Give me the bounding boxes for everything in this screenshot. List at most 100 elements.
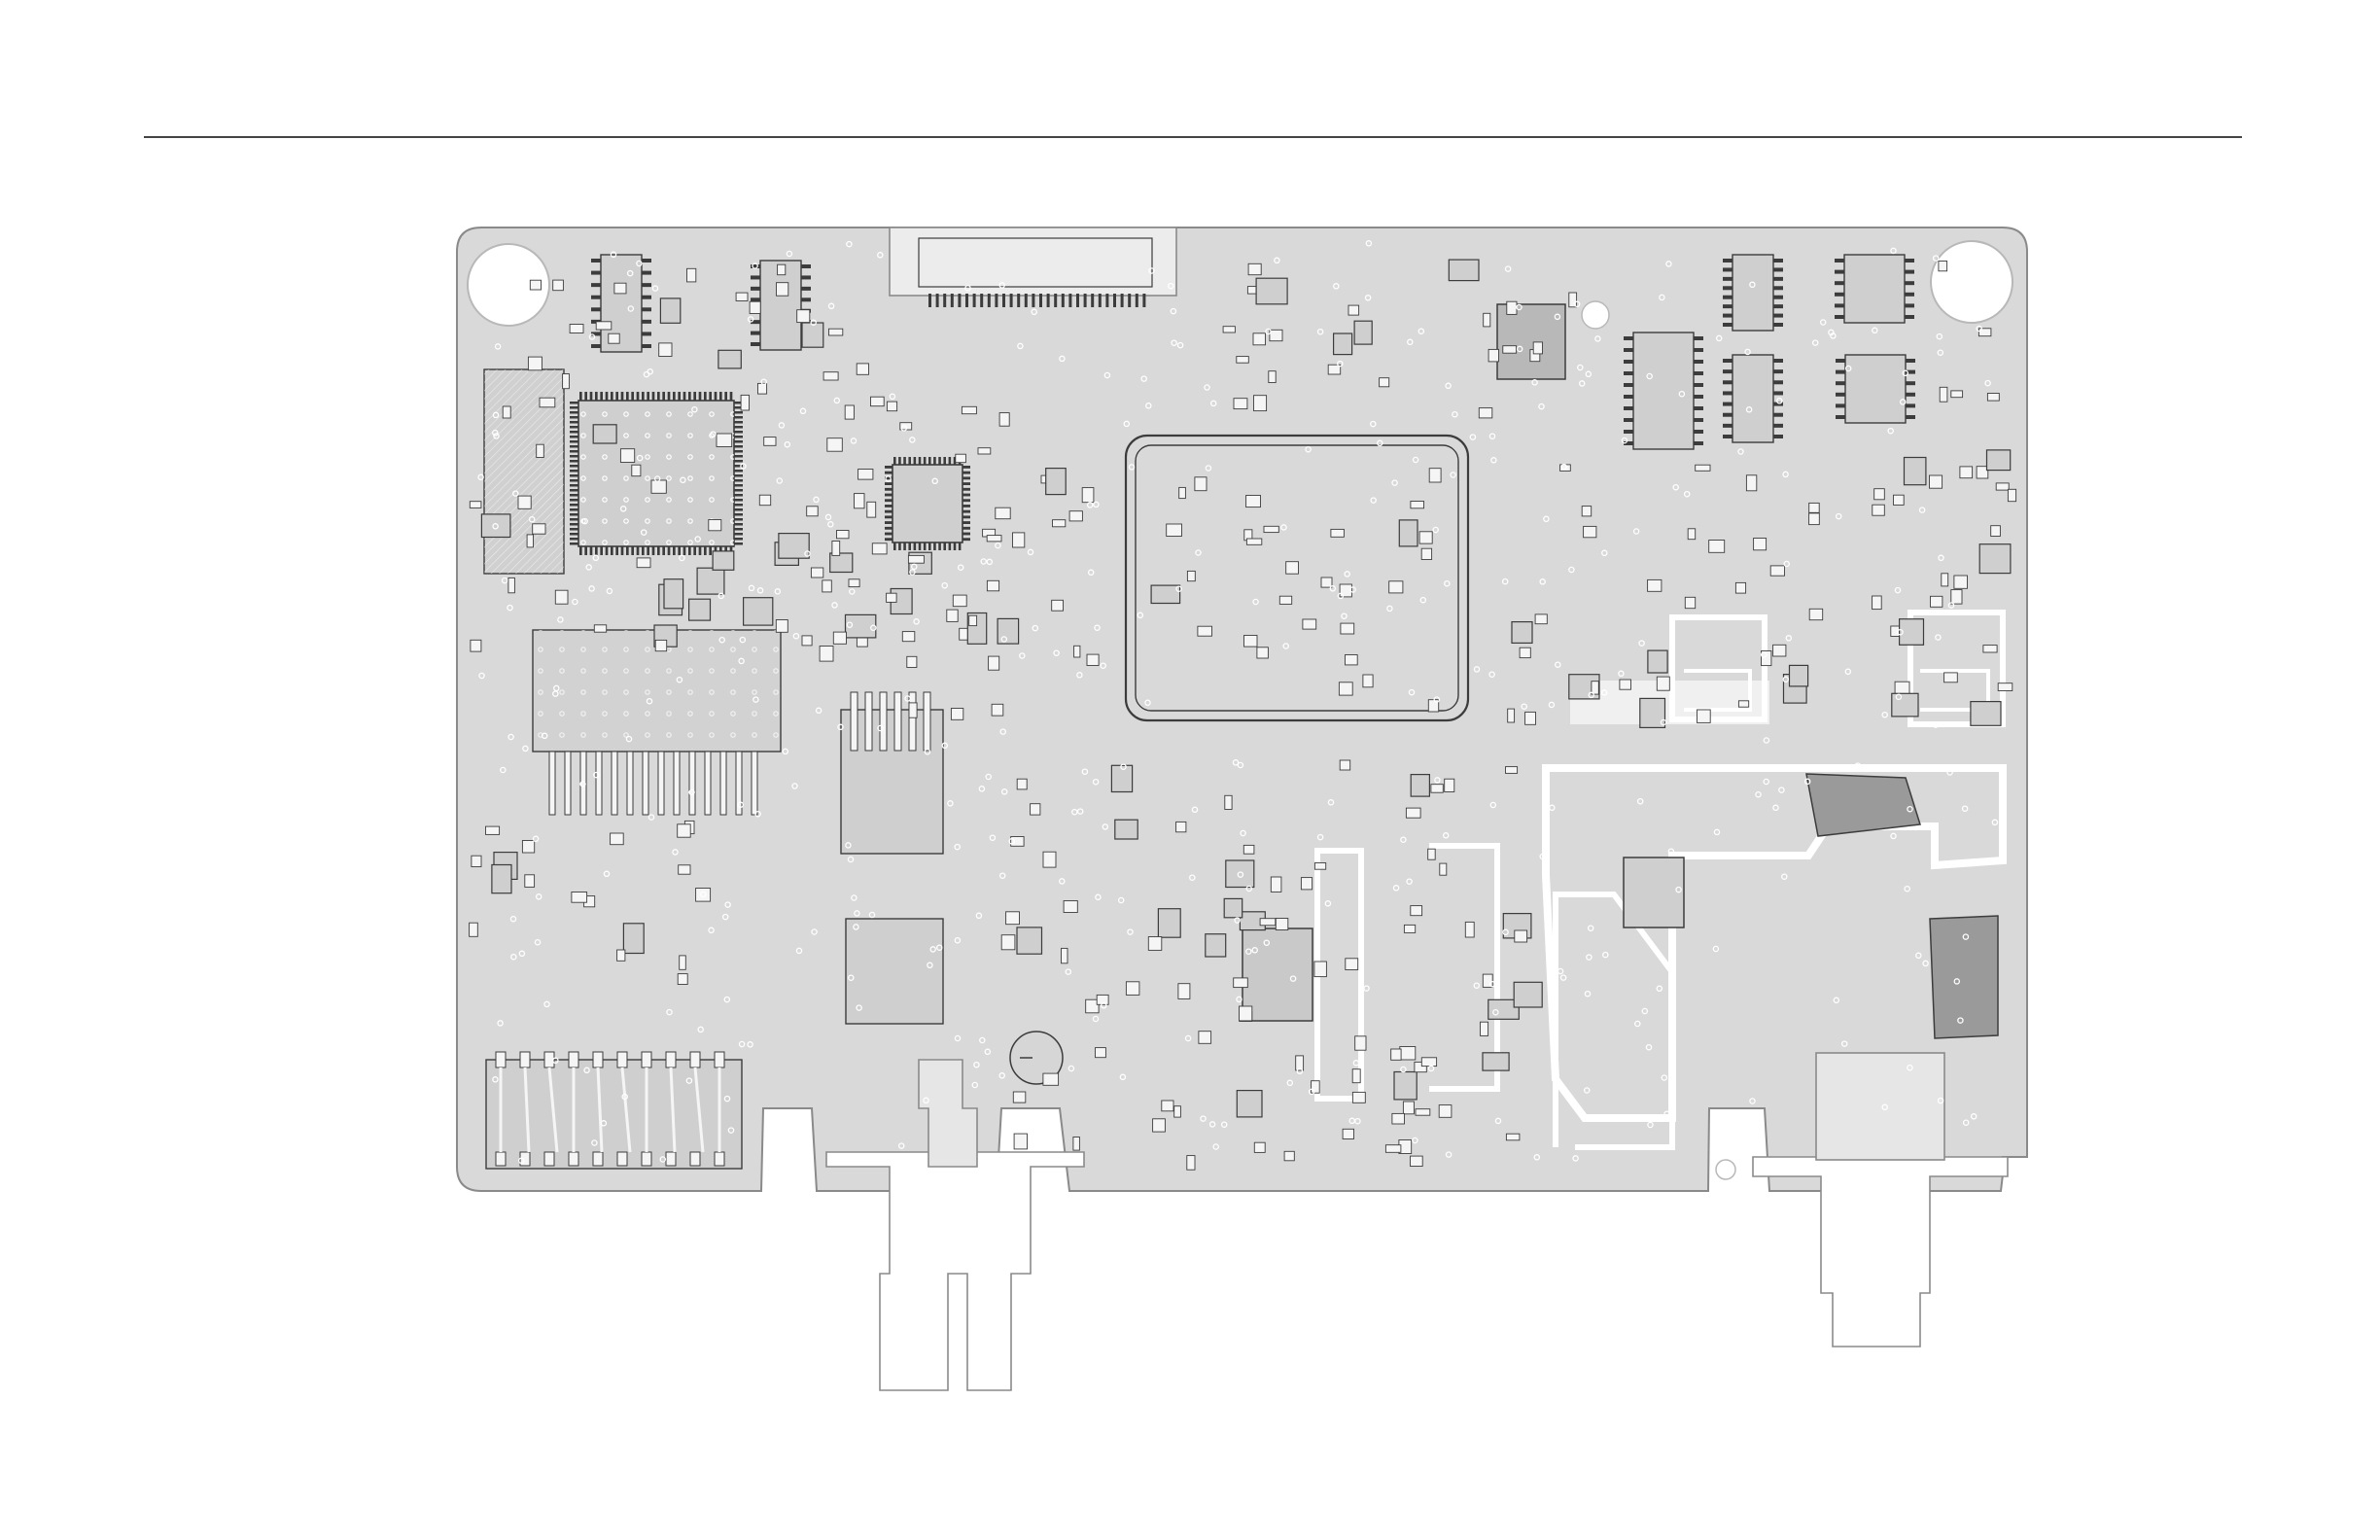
ic-pin [734, 523, 743, 526]
ic-pin [662, 546, 665, 555]
ic-pin [933, 457, 936, 465]
ic-pin [962, 466, 970, 469]
smd-ic [1256, 278, 1287, 304]
ic-pin [626, 546, 629, 555]
connector-pin [980, 294, 983, 307]
ic-pin [1773, 369, 1783, 373]
connector-pin [1105, 294, 1108, 307]
ic-pin [801, 287, 811, 291]
ic-pin [570, 528, 578, 531]
smd-passive [508, 578, 515, 592]
ic-pin [683, 392, 686, 401]
smd-passive [1411, 1156, 1423, 1166]
smd-passive [1657, 677, 1669, 690]
ic-pin [570, 499, 578, 502]
ic-pin [1723, 314, 1732, 318]
smd-passive [832, 542, 840, 556]
ic-pin [1906, 403, 1915, 407]
flex-module-center [841, 692, 943, 854]
ic-pin [885, 494, 892, 497]
smd-passive [741, 395, 749, 410]
ic-pin [962, 505, 970, 508]
module-leg [689, 752, 695, 815]
ic-pin [1723, 259, 1732, 262]
connector-pin [1025, 294, 1028, 307]
smd-ic [1017, 928, 1042, 954]
ic-pin [570, 426, 578, 429]
ic-pin [1835, 259, 1844, 262]
smd-passive [829, 329, 843, 335]
ic-pin [734, 474, 743, 477]
smd-passive [1525, 712, 1536, 724]
smd-passive [867, 502, 876, 517]
ic-pin [885, 482, 892, 485]
smd-passive [680, 956, 686, 969]
connector-pin [1010, 294, 1013, 307]
ic-pin [1624, 430, 1633, 434]
ic-pin [570, 508, 578, 511]
smd-passive [1930, 475, 1942, 488]
ic-pin [709, 392, 712, 401]
smd-passive [659, 343, 672, 357]
smd-passive [1431, 785, 1443, 793]
smd-passive [1346, 959, 1358, 970]
smd-passive [1987, 394, 1999, 402]
smd-passive [555, 590, 568, 604]
flex-leg [909, 692, 916, 751]
smd-passive [777, 283, 788, 297]
smd-passive [857, 364, 868, 374]
ic-pin [611, 392, 613, 401]
smd-passive [1809, 609, 1823, 619]
ic-pin [595, 392, 598, 401]
ic-pin [591, 307, 601, 311]
ic-pin [1723, 369, 1732, 373]
ic-pin [724, 392, 727, 401]
smd-ic [744, 598, 773, 625]
ic-pin [938, 457, 941, 465]
ic-pin [908, 457, 911, 465]
ic-pin [734, 499, 743, 502]
ic-pin [734, 542, 743, 545]
ic-pin [885, 515, 892, 518]
ic-pin [1905, 270, 1914, 274]
smd-passive [1223, 327, 1235, 332]
ic-pin [606, 546, 609, 555]
smd-passive [1533, 342, 1542, 354]
ic-pin [924, 542, 927, 550]
smd-passive [1960, 467, 1973, 478]
ic-pin [734, 508, 743, 511]
ic-soic [601, 255, 642, 352]
ic-pin [1773, 424, 1783, 428]
smd-passive [802, 636, 812, 646]
smd-ic [1334, 333, 1352, 355]
smd-passive [1064, 901, 1077, 913]
ic-pin [657, 546, 660, 555]
smd-passive [827, 438, 843, 452]
smd-passive [1339, 682, 1352, 695]
smd-passive [1126, 982, 1139, 996]
smd-ic [697, 568, 724, 594]
ic-pin [642, 283, 651, 287]
ic-pin [570, 402, 578, 404]
ic-pin [1835, 270, 1844, 274]
header-connector-bottom-left [486, 1052, 742, 1169]
ic-pin [885, 538, 892, 541]
ic-pin [709, 546, 712, 555]
ic-pin [652, 392, 655, 401]
ic-pin [954, 542, 957, 550]
smd-passive [651, 480, 666, 493]
smd-passive [1053, 520, 1066, 527]
smd-passive [1082, 488, 1094, 503]
connector-pin [951, 294, 954, 307]
ic-pin [1723, 359, 1732, 363]
ic-pin [928, 542, 931, 550]
smd-passive [1978, 329, 1991, 336]
ic-pin [1723, 380, 1732, 384]
smd-passive [1696, 465, 1710, 471]
ic-pin [657, 392, 660, 401]
smd-passive [1174, 1106, 1181, 1117]
smd-passive [1340, 760, 1350, 770]
smd-passive [1406, 808, 1420, 818]
smd-ic [1206, 934, 1226, 957]
smd-passive [1648, 579, 1662, 591]
